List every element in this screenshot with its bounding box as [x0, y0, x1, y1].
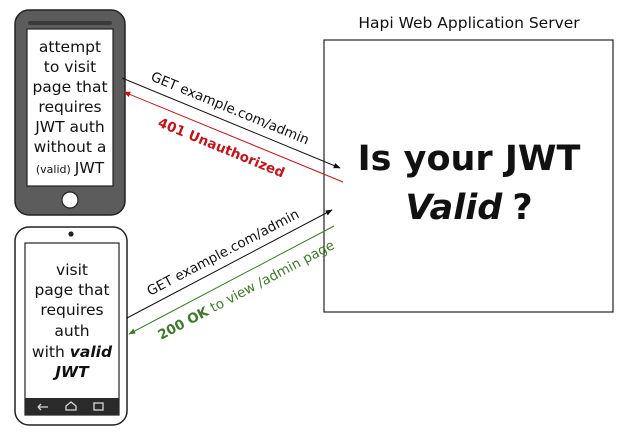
top-phone-valid-small: (valid) [36, 163, 71, 176]
valid-text: valid [70, 343, 113, 361]
top-phone-line-6: without a [34, 138, 107, 156]
top-phone-line-2: to visit [44, 58, 96, 76]
server-box [323, 39, 614, 313]
top-phone-line-7: (valid)JWT [36, 159, 105, 177]
camera-icon [68, 231, 74, 237]
home-button-icon [61, 191, 79, 209]
bottom-phone-jwt: JWT [52, 363, 90, 381]
top-phone-line-5: JWT auth [34, 118, 105, 136]
top-phone-speaker [28, 21, 112, 25]
bottom-phone-line-3: requires [40, 301, 103, 319]
top-phone-screen [26, 28, 114, 187]
back-icon [37, 403, 48, 411]
ok-label: 200 OK to view /admin page [155, 237, 337, 343]
top-phone-line-1: attempt [39, 38, 101, 56]
question-mark: ? [512, 188, 532, 228]
recent-apps-icon [93, 402, 104, 411]
top-phone: attempt to visit page that requires JWT … [14, 9, 126, 216]
server-question-line-1: Is your JWT [358, 139, 581, 179]
bottom-phone-line-5: with valid [32, 343, 113, 361]
server-question-line-2: Valid? [405, 188, 532, 228]
bottom-phone-line-1: visit [56, 261, 88, 279]
top-phone-jwt: JWT [74, 159, 105, 177]
with-text: with [32, 343, 65, 361]
server: Hapi Web Application Server Is your JWT … [323, 14, 614, 313]
top-phone-line-4: requires [38, 98, 101, 116]
bottom-phone-line-2: page that [34, 281, 109, 299]
bottom-phone-screen [24, 242, 120, 416]
top-phone-line-3: page that [32, 78, 107, 96]
bottom-request-label: GET example.com/admin [144, 206, 301, 299]
home-icon [65, 401, 77, 411]
ok-status: 200 OK [155, 304, 211, 344]
bottom-phone-line-4: auth [54, 322, 89, 340]
valid-word: Valid [405, 188, 503, 228]
android-nav-bar [25, 398, 119, 415]
server-title: Hapi Web Application Server [358, 14, 580, 32]
